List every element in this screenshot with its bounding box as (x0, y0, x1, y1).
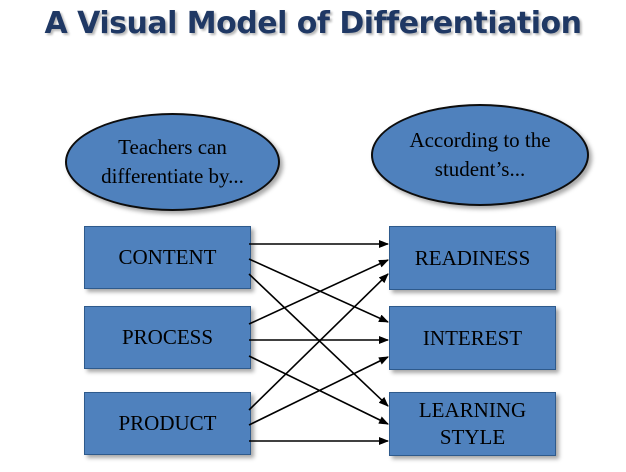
arrow-product-to-readiness (248, 273, 389, 411)
arrow-product-to-interest (248, 356, 389, 426)
box-learning-style-label: LEARNING STYLE (418, 398, 527, 449)
box-product: PRODUCT (84, 392, 251, 455)
box-content: CONTENT (84, 226, 251, 289)
left-header-line-1: Teachers can (118, 135, 227, 159)
box-interest: INTEREST (389, 306, 556, 370)
left-header-line-2: differentiate by... (101, 164, 244, 188)
box-readiness-label: READINESS (414, 245, 531, 270)
right-header-line-2: student’s... (434, 157, 526, 181)
arrow-content-to-interest (248, 258, 389, 323)
right-header-oval: According to the student’s... (371, 104, 589, 206)
box-product-label: PRODUCT (118, 411, 217, 435)
right-header-line-1: According to the (409, 128, 551, 152)
box-readiness: READINESS (389, 226, 556, 290)
arrow-process-to-readiness (248, 259, 389, 325)
page-title: A Visual Model of Differentiation (44, 6, 582, 41)
box-interest-label: INTEREST (422, 325, 523, 350)
box-learning-style: LEARNING STYLE (389, 392, 556, 456)
box-process: PROCESS (84, 306, 251, 369)
left-header-oval: Teachers can differentiate by... (65, 113, 280, 211)
box-process-label: PROCESS (121, 325, 214, 349)
box-content-label: CONTENT (118, 245, 217, 269)
arrow-process-to-learning-style (248, 355, 389, 425)
left-header-text: Teachers can differentiate by... (101, 133, 244, 191)
right-header-text: According to the student’s... (409, 126, 550, 184)
